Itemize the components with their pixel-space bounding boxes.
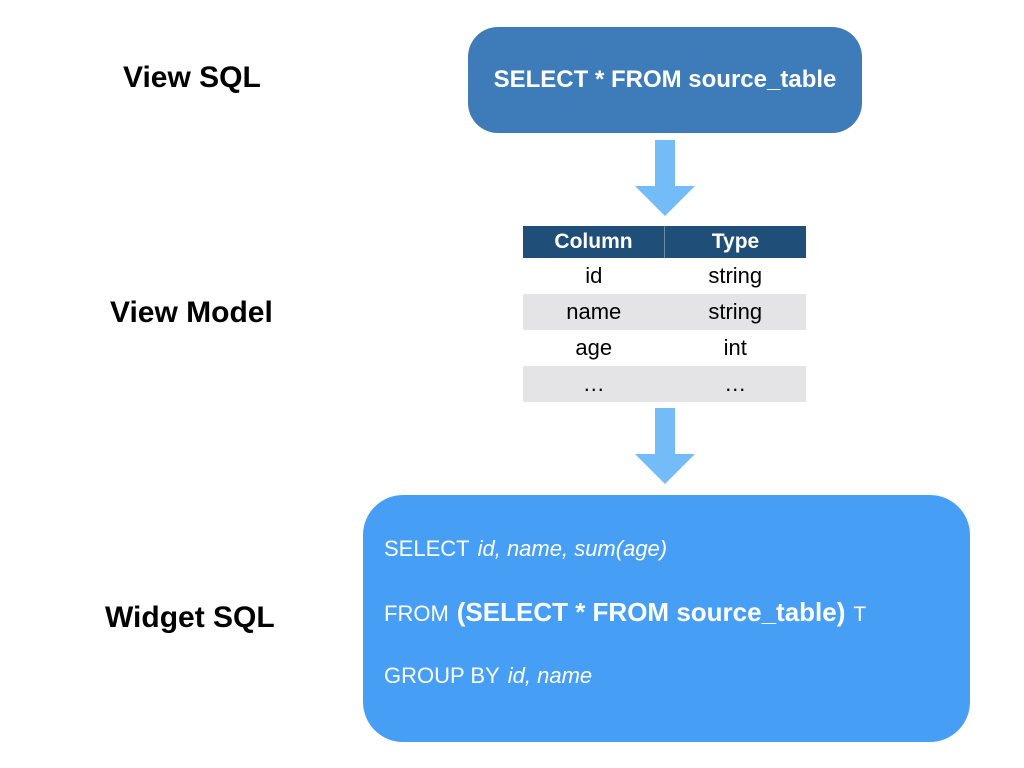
widget-sql-box: SELECT id, name, sum(age) FROM (SELECT *… (363, 495, 970, 742)
down-arrow-icon (635, 408, 695, 484)
sql-subquery: (SELECT * FROM source_table) (456, 597, 846, 627)
widget-sql-from-line: FROM (SELECT * FROM source_table) T (384, 597, 866, 628)
widget-sql-groupby-line: GROUP BY id, name (384, 663, 592, 689)
table-row: name string (523, 294, 806, 330)
sql-keyword-select: SELECT (384, 536, 470, 561)
table-cell-type: … (664, 366, 806, 402)
view-sql-text: SELECT * FROM source_table (493, 66, 837, 93)
widget-sql-select-line: SELECT id, name, sum(age) (384, 536, 667, 562)
table-cell-type: int (723, 335, 747, 360)
table-row: age int (523, 330, 806, 366)
table-row: … … (523, 366, 806, 402)
down-arrow-icon (635, 140, 695, 216)
sql-groupby-fields: id, name (507, 663, 593, 688)
label-widget-sql: Widget SQL (105, 601, 275, 634)
table-cell-column: id (585, 263, 603, 288)
view-sql-box: SELECT * FROM source_table (468, 27, 862, 133)
sql-keyword-from: FROM (384, 601, 449, 626)
table-cell-type: string (708, 263, 763, 288)
sql-select-fields: id, name, sum(age) (477, 536, 668, 561)
table-row: id string (523, 258, 806, 294)
table-cell-column: name (523, 294, 665, 330)
table-cell-column: age (575, 335, 613, 360)
table-header-row: Column Type (523, 226, 806, 258)
table-cell-column: … (523, 366, 665, 402)
view-model-table: Column Type id string name string age in… (523, 226, 806, 402)
label-view-sql: View SQL (123, 61, 261, 94)
sql-keyword-groupby: GROUP BY (384, 663, 500, 688)
sql-table-alias: T (853, 603, 867, 626)
table-header-type: Type (664, 226, 806, 258)
table-header-column: Column (523, 226, 665, 258)
label-view-model: View Model (110, 296, 273, 329)
table-cell-type: string (664, 294, 806, 330)
